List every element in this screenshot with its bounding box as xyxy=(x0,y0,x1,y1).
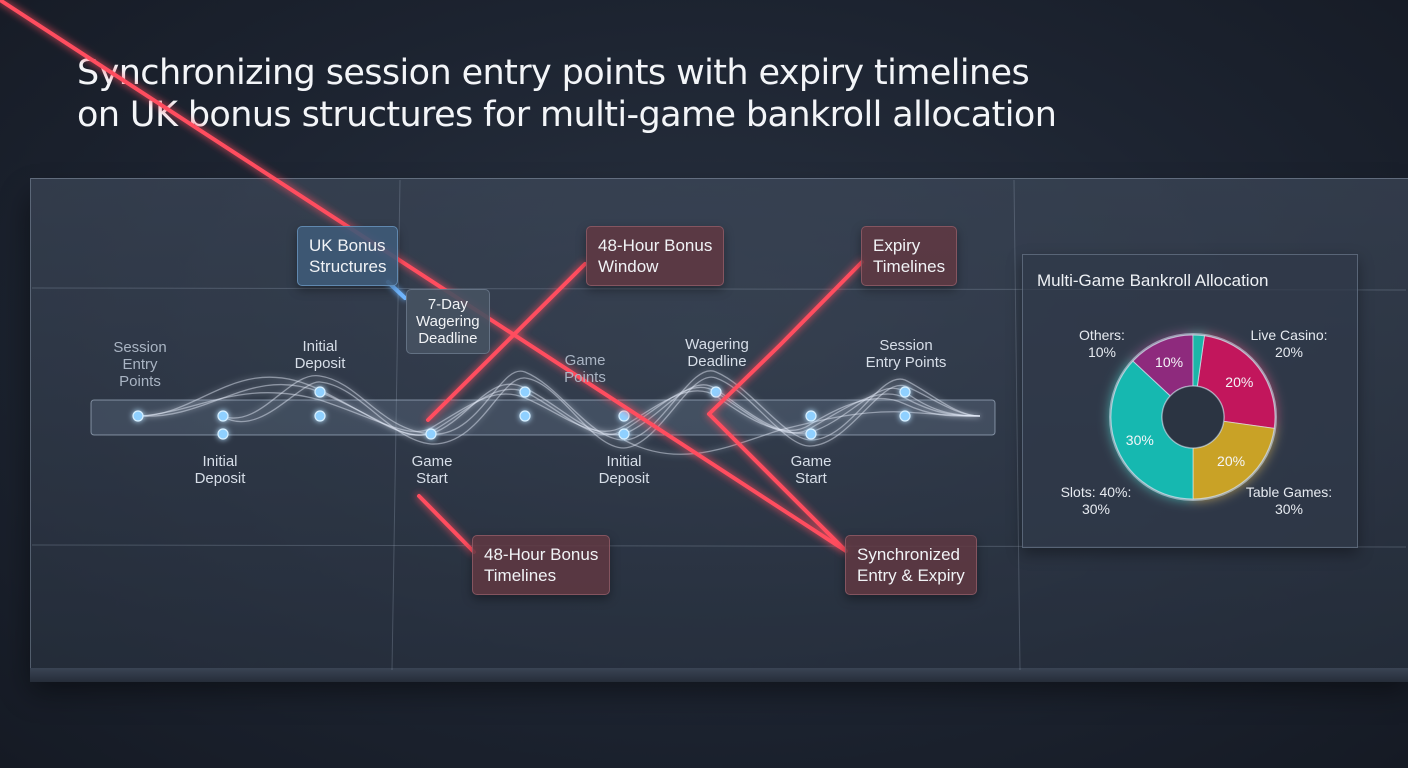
label-initial-deposit-2: Initial Deposit xyxy=(588,453,660,487)
label-text: Session Entry Points xyxy=(865,337,947,371)
callout-text: 7-Day Wagering Deadline xyxy=(416,296,480,347)
allocation-title: Multi-Game Bankroll Allocation xyxy=(1037,271,1269,290)
callout-uk-bonus-structures: UK Bonus Structures xyxy=(297,226,399,286)
donut-slice-label: 30% xyxy=(1126,432,1154,448)
outer-label-slots: Slots: 40%: 30% xyxy=(1051,484,1141,518)
label-text: Live Casino: 20% xyxy=(1250,327,1328,360)
node xyxy=(519,386,531,398)
callout-text: 48-Hour Bonus Timelines xyxy=(484,545,599,585)
donut-slices xyxy=(1110,334,1276,500)
connector-48h-window xyxy=(426,262,587,422)
label-game-start-1: Game Start xyxy=(396,453,468,487)
connector-synchronized-line xyxy=(707,412,848,553)
label-text: Others: 10% xyxy=(1079,327,1125,360)
node xyxy=(132,410,144,422)
label-text: Initial Deposit xyxy=(294,338,346,372)
donut-slice-label: 10% xyxy=(1155,354,1183,370)
node xyxy=(314,386,326,398)
connector-synchronized xyxy=(0,0,848,553)
label-text: Initial Deposit xyxy=(598,453,650,487)
label-initial-deposit-top: Initial Deposit xyxy=(284,338,356,372)
callout-synchronized-entry-expiry: Synchronized Entry & Expiry xyxy=(845,535,977,595)
donut-hole xyxy=(1161,385,1225,449)
outer-label-table-games: Table Games: 30% xyxy=(1237,484,1341,518)
label-wagering-deadline: Wagering Deadline xyxy=(677,336,757,370)
label-text: Table Games: 30% xyxy=(1245,484,1333,517)
bankroll-allocation-panel: Multi-Game Bankroll Allocation 20% 20% 30%… xyxy=(1022,254,1358,548)
callout-7-day-wagering: 7-Day Wagering Deadline xyxy=(406,289,490,354)
callout-48-hour-timelines: 48-Hour Bonus Timelines xyxy=(472,535,611,595)
wave-bundle xyxy=(139,370,981,455)
label-text: Wagering Deadline xyxy=(685,336,749,370)
donut-slice-labels: 20% 20% 30% 10% xyxy=(1126,354,1254,469)
allocation-donut-chart: 20% 20% 30% 10% xyxy=(1109,333,1277,501)
label-session-entry-points-right: Session Entry Points xyxy=(856,337,956,371)
label-text: Game Points xyxy=(564,352,606,386)
title-line-2: on UK bonus structures for multi-game ba… xyxy=(77,95,1057,135)
node xyxy=(805,428,817,440)
connector-48h-timelines xyxy=(417,494,476,554)
label-text: Game Start xyxy=(790,453,832,487)
node xyxy=(899,410,911,422)
red-connectors xyxy=(0,0,864,554)
label-session-entry-points: Session Entry Points xyxy=(104,339,176,390)
outer-label-live-casino: Live Casino: 20% xyxy=(1237,327,1341,361)
node xyxy=(519,410,531,422)
outer-label-others: Others: 10% xyxy=(1067,327,1137,361)
donut-outer-ring xyxy=(1109,333,1277,501)
node xyxy=(425,428,437,440)
callout-text: Synchronized Entry & Expiry xyxy=(857,545,965,585)
timeline-nodes xyxy=(132,386,911,440)
label-text: Initial Deposit xyxy=(194,453,246,487)
node xyxy=(618,428,630,440)
callout-text: 48-Hour Bonus Window xyxy=(598,236,713,276)
node xyxy=(710,386,722,398)
connector-expiry xyxy=(707,260,864,416)
node xyxy=(217,428,229,440)
node xyxy=(618,410,630,422)
node xyxy=(899,386,911,398)
page-title: Synchronizing session entry points with … xyxy=(77,52,1057,136)
panel-edge xyxy=(30,668,1408,682)
callout-expiry-timelines: Expiry Timelines xyxy=(861,226,958,286)
label-text: Slots: 40%: 30% xyxy=(1060,484,1132,517)
label-text: Game Start xyxy=(411,453,453,487)
donut-slice-label: 20% xyxy=(1217,453,1245,469)
callout-text: Expiry Timelines xyxy=(873,236,946,276)
label-text: Session Entry Points xyxy=(113,339,167,390)
label-game-points: Game Points xyxy=(549,352,621,386)
callout-48-hour-window: 48-Hour Bonus Window xyxy=(586,226,725,286)
label-game-start-2: Game Start xyxy=(775,453,847,487)
node xyxy=(217,410,229,422)
donut-slice-label: 20% xyxy=(1225,374,1253,390)
title-line-1: Synchronizing session entry points with … xyxy=(77,53,1030,93)
label-initial-deposit-1: Initial Deposit xyxy=(184,453,256,487)
node xyxy=(805,410,817,422)
callout-text: UK Bonus Structures xyxy=(309,236,387,276)
node xyxy=(314,410,326,422)
